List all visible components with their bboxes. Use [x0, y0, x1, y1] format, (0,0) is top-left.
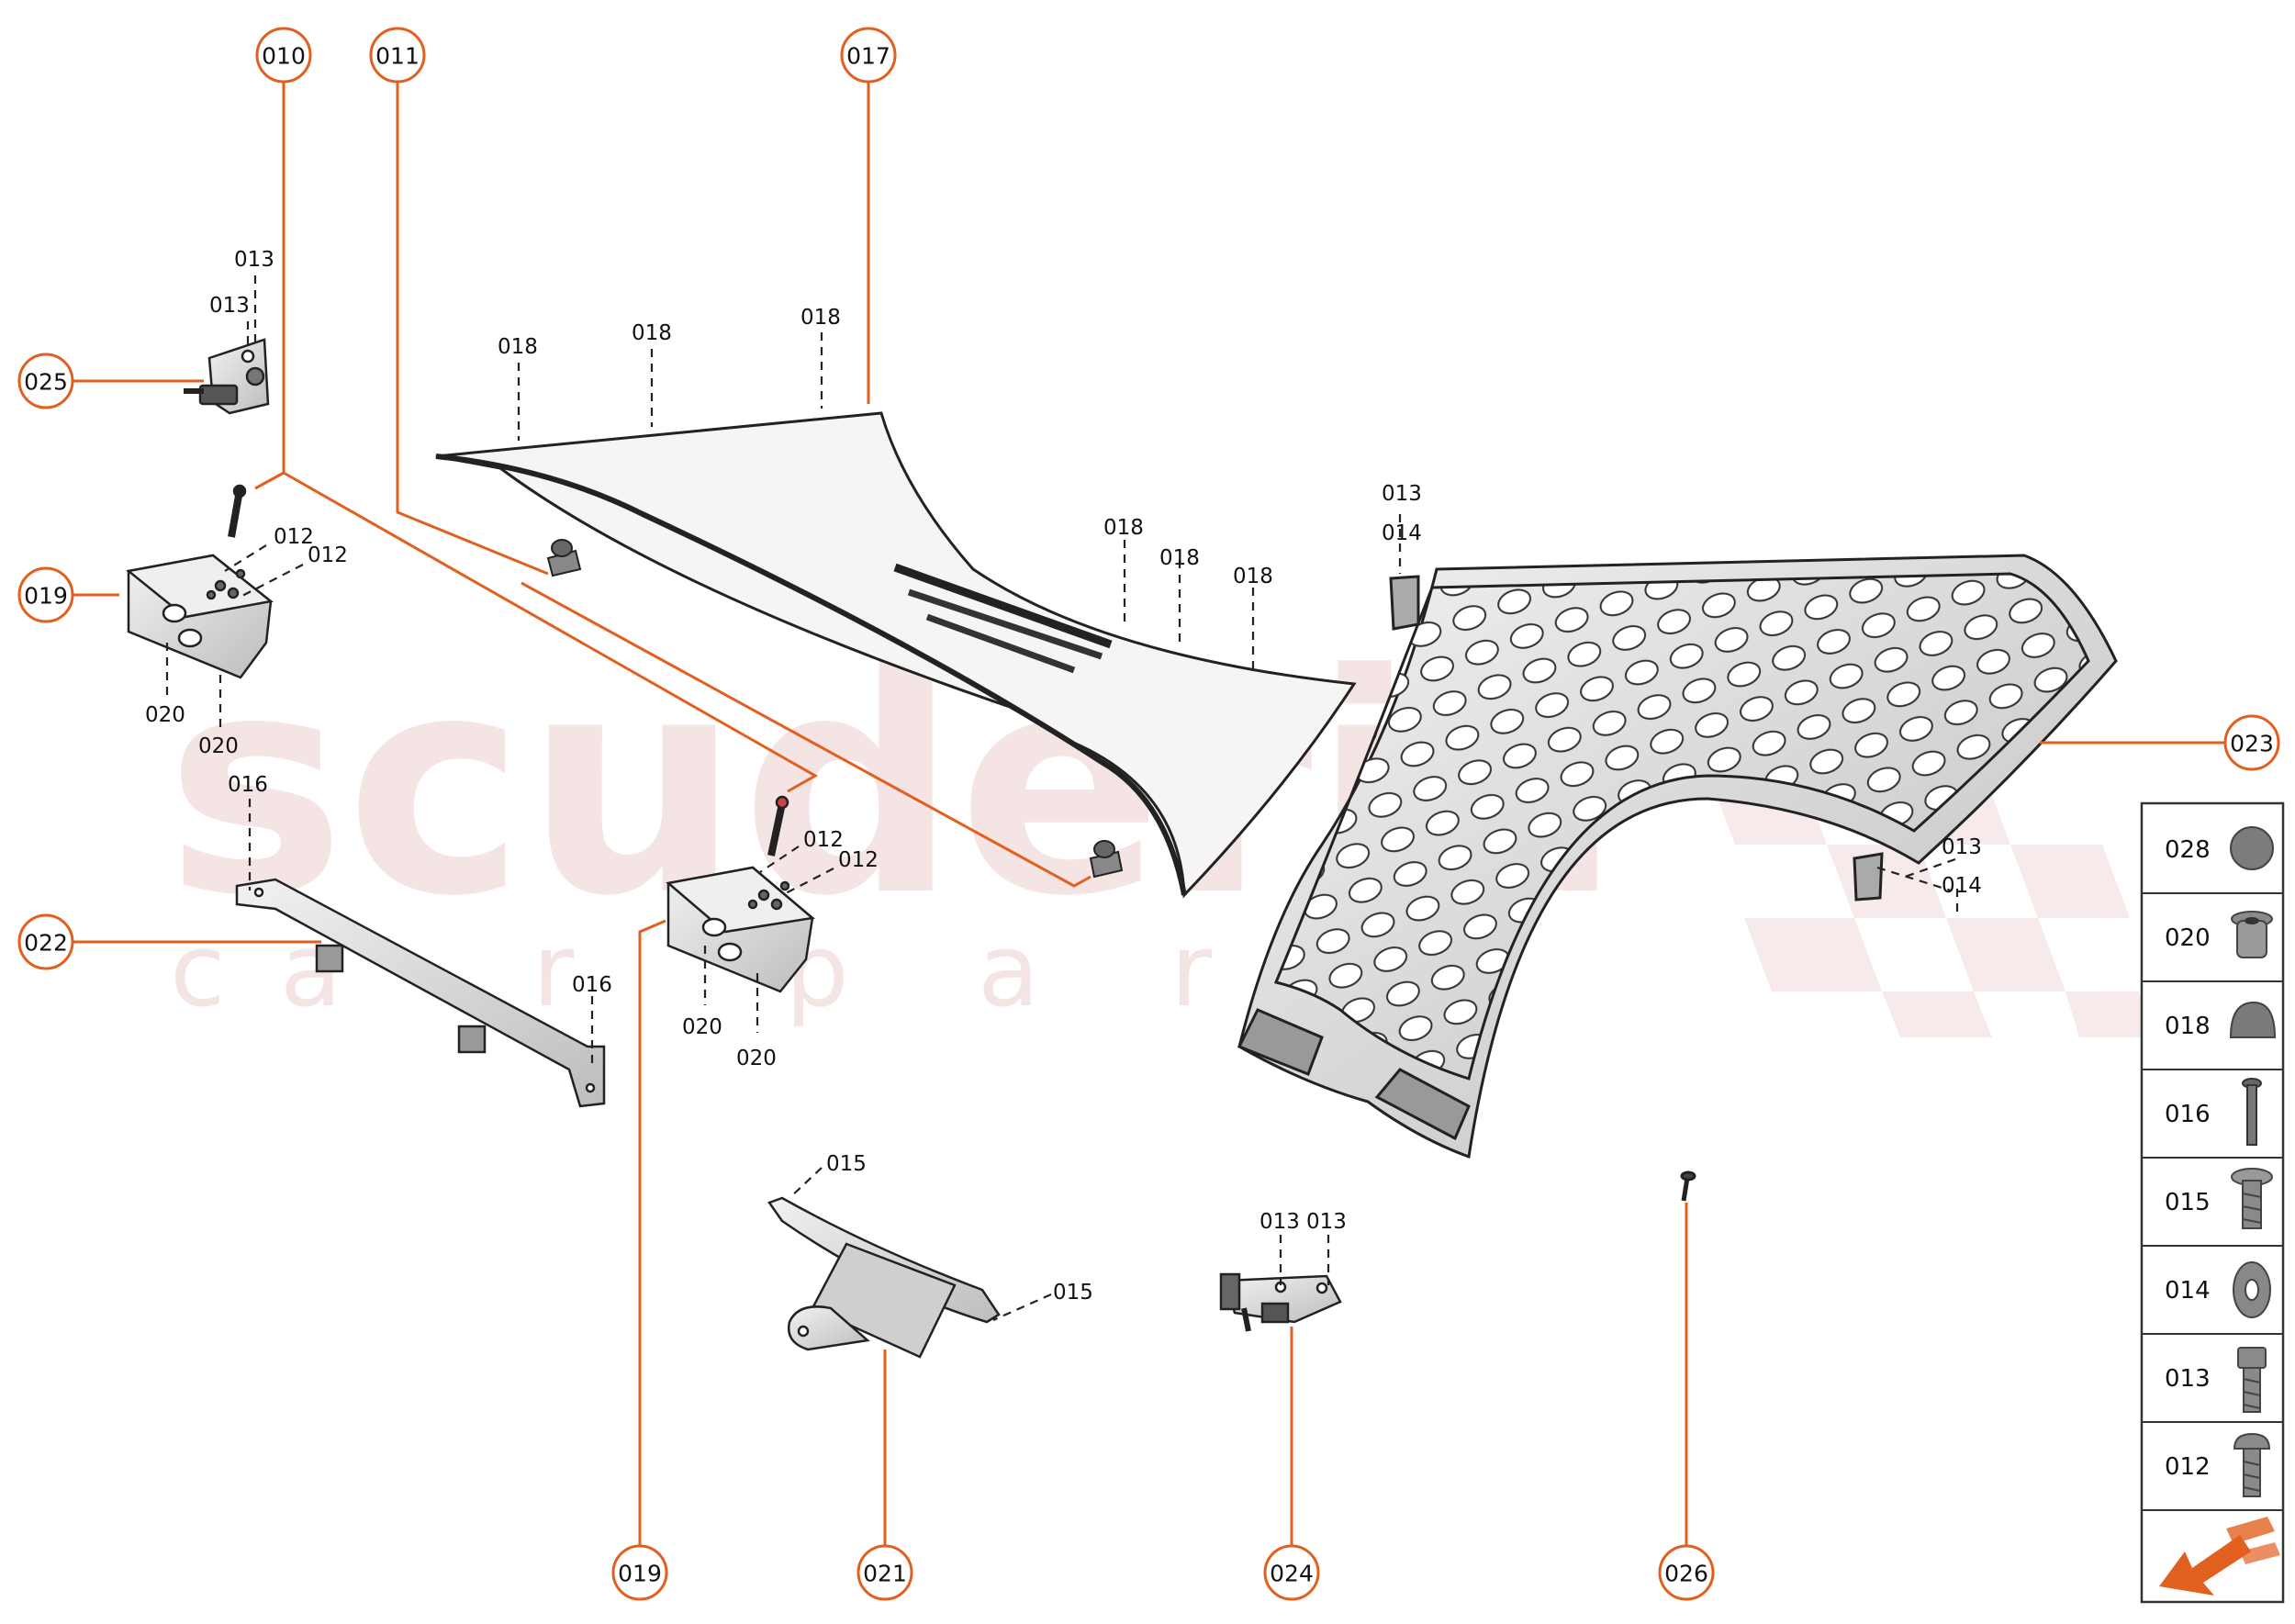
part-023-mesh-panel: [1237, 554, 2118, 1159]
callout-025[interactable]: 025: [17, 353, 74, 409]
callout-label: 017: [846, 43, 890, 70]
callout-022[interactable]: 022: [17, 913, 74, 970]
part-label-018: 018: [1159, 546, 1200, 570]
part-label-020: 020: [682, 1015, 722, 1039]
part-label-013: 013: [1382, 482, 1422, 506]
part-017-trim-panel: [435, 411, 1357, 899]
part-label-018: 018: [1103, 516, 1144, 540]
callout-017[interactable]: 017: [840, 27, 897, 84]
part-label-018: 018: [1233, 565, 1273, 588]
callout-label: 021: [863, 1561, 907, 1587]
washer-icon: [2233, 1261, 2271, 1318]
part-label-018: 018: [632, 321, 672, 345]
legend-row-016: 016: [2165, 1078, 2262, 1146]
part-label-012: 012: [803, 828, 844, 852]
part-024-bracket: [1219, 1272, 1342, 1332]
part-label-018: 018: [498, 335, 538, 359]
part-labels: 013 013 018 018 018 012 012 020 020 016 …: [145, 248, 1982, 1305]
legend-row-013: 013: [2165, 1347, 2267, 1413]
part-label-015: 015: [1053, 1281, 1093, 1305]
part-011-grommet: [546, 539, 1124, 879]
callout-label: 010: [262, 43, 306, 70]
callout-label: 025: [24, 369, 68, 396]
callout-label: 026: [1664, 1561, 1708, 1587]
callout-023[interactable]: 023: [2223, 714, 2280, 771]
part-label-012: 012: [308, 543, 348, 567]
callout-026[interactable]: 026: [1658, 1544, 1715, 1601]
part-022-rail: [235, 878, 606, 1108]
legend-code: 020: [2165, 924, 2211, 952]
callout-label: 024: [1270, 1561, 1314, 1587]
part-label-016: 016: [228, 773, 268, 797]
callout-010[interactable]: 010: [255, 27, 312, 84]
watermark-letter: r: [1170, 912, 1213, 1029]
part-label-014: 014: [1942, 874, 1982, 898]
legend-code: 016: [2165, 1101, 2211, 1128]
flange-screw-icon: [2231, 1168, 2273, 1229]
part-label-013: 013: [1306, 1210, 1347, 1234]
legend-code: 015: [2165, 1189, 2211, 1216]
part-019-bracket-lower: [666, 795, 815, 993]
legend-row-015: 015: [2165, 1168, 2273, 1229]
part-label-016: 016: [572, 973, 612, 997]
callouts: 010 011 017 025 019 022 023 019: [17, 27, 2280, 1601]
part-label-020: 020: [145, 703, 185, 727]
watermark-letter: c: [170, 912, 225, 1029]
part-025-bracket: [184, 338, 270, 415]
callout-019-lower[interactable]: 019: [611, 1544, 668, 1601]
legend-arrow-icon[interactable]: [2159, 1517, 2280, 1596]
legend-row-020: 020: [2165, 911, 2273, 958]
watermark-letter: a: [978, 912, 1039, 1029]
legend-code: 018: [2165, 1013, 2211, 1040]
part-019-bracket-upper: [126, 484, 274, 679]
nut-insert-icon: [2231, 911, 2273, 958]
legend-row-012: 012: [2165, 1432, 2271, 1497]
legend-code: 014: [2165, 1277, 2211, 1305]
part-021-bracket: [767, 1196, 1001, 1359]
part-label-014: 014: [1382, 521, 1422, 545]
dome-cap-icon: [2229, 1001, 2277, 1038]
part-label-015: 015: [826, 1152, 867, 1176]
button-screw-icon: [2233, 1432, 2271, 1497]
part-label-018: 018: [800, 306, 841, 330]
legend-code: 028: [2165, 836, 2211, 864]
callout-021[interactable]: 021: [856, 1544, 913, 1601]
legend-row-028: 028: [2165, 826, 2274, 870]
part-label-013: 013: [209, 294, 250, 318]
pin-icon: [2242, 1078, 2262, 1146]
legend-code: 012: [2165, 1453, 2211, 1481]
part-026-pin: [1680, 1170, 1696, 1202]
leader-lines: [71, 82, 2226, 1574]
legend-row-014: 014: [2165, 1261, 2271, 1318]
callout-label: 019: [24, 583, 68, 610]
part-label-012: 012: [274, 525, 314, 549]
round-plug-icon: [2230, 826, 2274, 870]
callout-label: 022: [24, 930, 68, 957]
dashed-leaders: [165, 275, 1959, 1322]
callout-019-upper[interactable]: 019: [17, 566, 74, 623]
legend-row-018: 018: [2165, 1001, 2277, 1040]
callout-011[interactable]: 011: [369, 27, 426, 84]
part-label-013: 013: [1942, 835, 1982, 859]
callout-label: 023: [2230, 731, 2274, 757]
part-label-013: 013: [234, 248, 274, 272]
callout-label: 011: [375, 43, 420, 70]
legend: 028 020 018 016 015: [2140, 801, 2285, 1604]
part-label-020: 020: [198, 734, 239, 758]
callout-024[interactable]: 024: [1263, 1544, 1320, 1601]
part-label-012: 012: [838, 848, 879, 872]
legend-code: 013: [2165, 1365, 2211, 1393]
part-label-013: 013: [1259, 1210, 1300, 1234]
callout-label: 019: [618, 1561, 662, 1587]
watermark-letter: r: [532, 912, 575, 1029]
hex-bolt-icon: [2237, 1347, 2267, 1413]
part-label-020: 020: [736, 1047, 777, 1070]
